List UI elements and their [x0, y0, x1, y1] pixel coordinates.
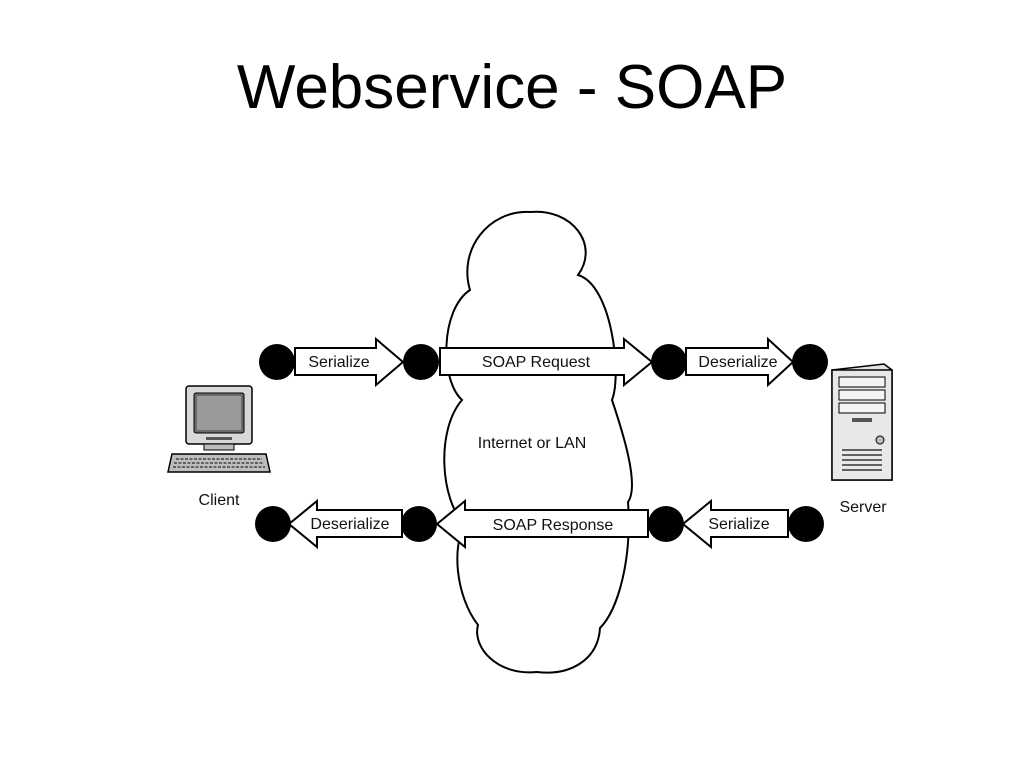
soap-request-label: SOAP Request [482, 354, 591, 371]
response-node [255, 506, 291, 542]
request-deserialize-arrow [685, 336, 795, 388]
request-deserialize-label: Deserialize [698, 354, 777, 371]
request-serialize-label: Serialize [308, 354, 369, 371]
network-label: Internet or LAN [478, 435, 587, 452]
soap-request-arrow [439, 336, 654, 388]
response-deserialize-label: Deserialize [310, 516, 389, 533]
cloud-icon [443, 210, 633, 674]
request-node [651, 344, 687, 380]
response-node [788, 506, 824, 542]
soap-response-arrow [435, 498, 649, 550]
request-node [792, 344, 828, 380]
desktop-computer-icon [167, 385, 271, 473]
response-serialize-label: Serialize [708, 516, 769, 533]
response-deserialize-arrow [287, 498, 403, 550]
response-node [648, 506, 684, 542]
soap-response-label: SOAP Response [493, 517, 614, 534]
request-node [403, 344, 439, 380]
request-node [259, 344, 295, 380]
client-label: Client [199, 492, 240, 509]
request-serialize-arrow [294, 336, 405, 388]
response-serialize-arrow [681, 498, 789, 550]
response-node [401, 506, 437, 542]
tower-server-icon [831, 363, 893, 481]
server-label: Server [839, 499, 887, 516]
slide-title: Webservice - SOAP [236, 53, 788, 122]
